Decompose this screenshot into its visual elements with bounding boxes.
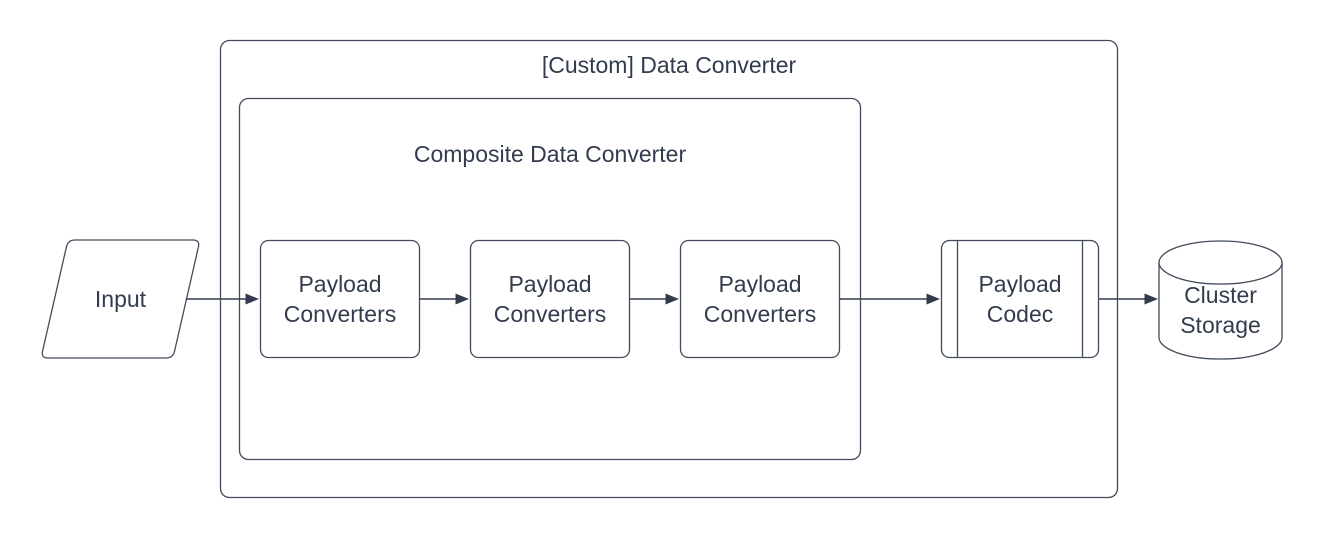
payload-converters-label-2: Payload Converters [493, 271, 607, 327]
payload-converters-box-1 [259, 239, 421, 359]
arrow-converter-2-to-3 [630, 293, 679, 305]
cluster-storage-cylinder-top [1158, 240, 1283, 285]
arrow-converter-3-to-codec [840, 293, 940, 305]
payload-converters-box-3 [679, 239, 841, 359]
custom-data-converter-title: [Custom] Data Converter [541, 52, 797, 78]
payload-converters-label-1: Payload Converters [283, 271, 397, 327]
payload-converters-label-3: Payload Converters [703, 271, 817, 327]
cluster-storage-cylinder-body [1158, 262, 1283, 360]
payload-converters-box-2 [469, 239, 631, 359]
arrow-codec-to-storage [1099, 293, 1158, 305]
composite-data-converter-title: Composite Data Converter [413, 141, 687, 167]
arrow-input-to-converter-1 [186, 293, 259, 305]
arrow-converter-1-to-2 [420, 293, 469, 305]
payload-codec-label: Payload Codec [978, 271, 1062, 327]
input-parallelogram [41, 239, 200, 359]
input-label: Input [94, 286, 147, 312]
payload-codec-shape [940, 239, 1100, 359]
cluster-storage-label: Cluster Storage [1180, 282, 1261, 338]
